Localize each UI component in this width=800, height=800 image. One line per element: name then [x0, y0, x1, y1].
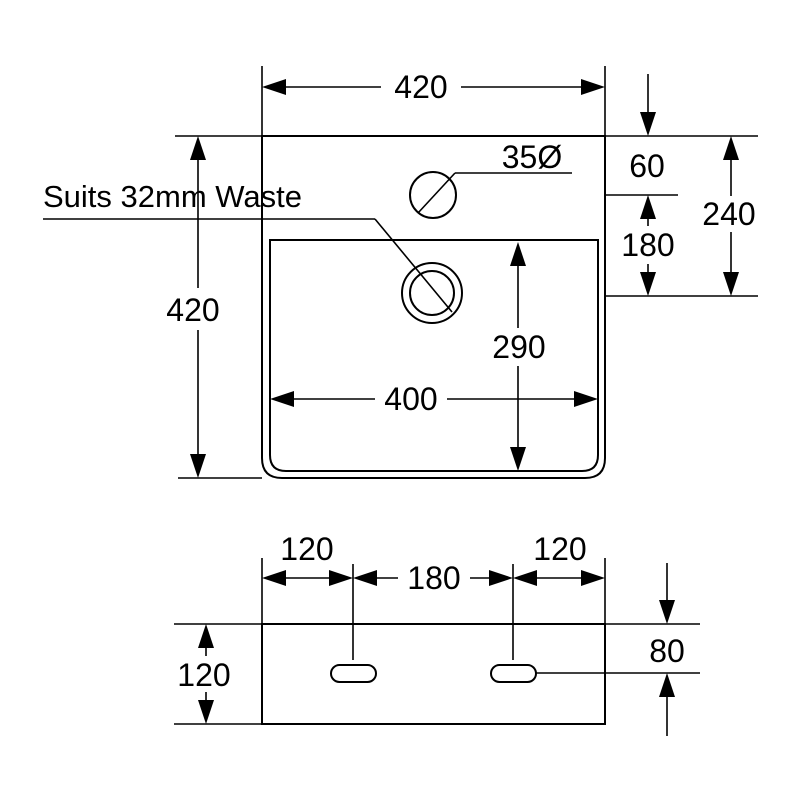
- arrow-bowl-depth-bottom: [510, 447, 526, 471]
- dim-bowl-depth: 290: [492, 329, 545, 365]
- arrow-overall-width-left: [262, 79, 286, 95]
- arrow-overall-depth-top: [190, 136, 206, 160]
- basin-outline: [261, 135, 606, 479]
- dim-height: 120: [177, 657, 230, 693]
- arrow-right-offset-left: [513, 570, 537, 586]
- back-view: 120 180 120 120 80: [172, 531, 700, 736]
- dim-bowl-width: 400: [384, 381, 437, 417]
- arrow-bowl-width-right: [574, 391, 598, 407]
- arrow-back-depth-top: [723, 136, 739, 160]
- fixing-hole-right: [490, 664, 537, 683]
- dim-hole-height: 80: [649, 633, 685, 669]
- arrow-hole-spacing-right: [489, 570, 513, 586]
- dim-back-depth: 240: [702, 196, 755, 232]
- dim-tap-offset: 60: [629, 148, 665, 184]
- back-panel: [261, 623, 606, 725]
- arrow-bowl-depth-top: [510, 242, 526, 266]
- arrow-bowl-offset-top: [640, 195, 656, 219]
- arrow-left-offset-left: [262, 570, 286, 586]
- arrow-right-offset-right: [581, 570, 605, 586]
- bowl-outline: [269, 239, 599, 472]
- waste-label: Suits 32mm Waste: [43, 179, 302, 214]
- dim-left-offset: 120: [280, 531, 333, 567]
- dim-overall-depth: 420: [166, 292, 219, 328]
- arrow-overall-width-right: [581, 79, 605, 95]
- waste-hole-outer: [401, 262, 463, 324]
- dim-bowl-offset: 180: [621, 227, 674, 263]
- arrow-bowl-width-left: [270, 391, 294, 407]
- top-view: 420 420 35Ø Suits 32mm Waste 60 180 240: [43, 66, 768, 479]
- fixing-hole-left: [330, 664, 377, 683]
- arrow-overall-depth-bottom: [190, 454, 206, 478]
- arrow-hole-height-bottom: [659, 673, 675, 697]
- dim-hole-spacing: 180: [407, 560, 460, 596]
- dim-right-offset: 120: [533, 531, 586, 567]
- arrow-tap-offset: [640, 112, 656, 136]
- dim-tap-hole-diameter: 35Ø: [502, 139, 562, 175]
- arrow-height-top: [198, 624, 214, 648]
- dim-overall-width: 420: [394, 69, 447, 105]
- waste-leader-diag: [374, 218, 453, 313]
- arrow-back-depth-bottom: [723, 272, 739, 296]
- arrow-hole-spacing-left: [353, 570, 377, 586]
- arrow-left-offset-right: [329, 570, 353, 586]
- arrow-height-bottom: [198, 700, 214, 724]
- tap-hole: [409, 171, 457, 219]
- arrow-bowl-offset-bottom: [640, 272, 656, 296]
- waste-hole-inner: [409, 270, 455, 316]
- tap-hole-leader: [417, 172, 456, 214]
- arrow-hole-height-top: [659, 600, 675, 624]
